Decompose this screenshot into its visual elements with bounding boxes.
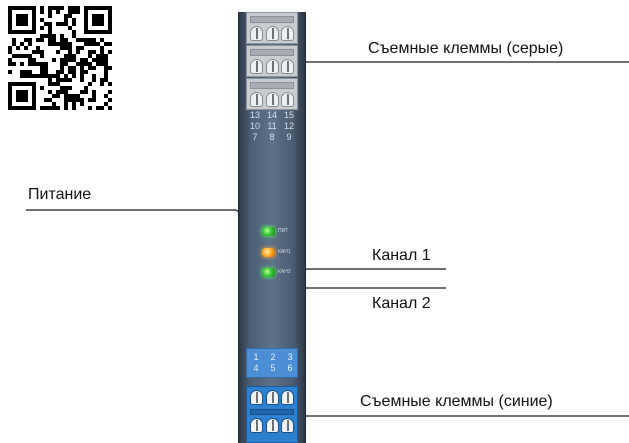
terminal-number: 5: [270, 363, 276, 373]
din-rail-module: 13 14 15 10 11 12 7 8 9 ПИТ КАН1 КАН2 1 …: [238, 12, 306, 443]
power-led-label: ПИТ: [278, 228, 289, 234]
grey-terminal-block-2: [246, 45, 298, 77]
qr-code: [8, 6, 112, 110]
label-power: Питание: [28, 186, 92, 203]
label-channel-2: Канал 2: [372, 295, 431, 312]
grey-terminal-block-3: [246, 78, 298, 110]
terminal-number-row: 7 8 9: [239, 132, 305, 143]
screw-icon: [250, 418, 263, 433]
terminal-number-row: 13 14 15: [239, 110, 305, 121]
screw-icon: [265, 59, 279, 74]
screw-icon: [281, 92, 294, 107]
terminal-number: 14: [266, 110, 277, 120]
terminal-number: 10: [249, 121, 260, 131]
channel-1-led: [262, 248, 275, 257]
terminal-number: 4: [253, 363, 259, 373]
blue-number-band: 1 2 3 4 5 6: [246, 348, 298, 378]
blue-terminal-block: [246, 386, 298, 443]
terminal-number: 2: [270, 352, 276, 362]
label-removable-blue: Съемные клеммы (синие): [360, 393, 553, 410]
channel-2-led: [262, 268, 275, 277]
screw-icon: [265, 390, 279, 405]
screw-icon: [281, 418, 294, 433]
terminal-slot: [250, 49, 294, 56]
bottom-terminal-numbers: 1 2 3 4 5 6: [240, 352, 306, 374]
channel-2-led-label: КАН2: [278, 269, 291, 275]
terminal-number: 11: [267, 121, 277, 131]
grey-terminal-block-1: [246, 12, 298, 44]
screw-icon: [250, 26, 263, 41]
screw-icon: [281, 59, 294, 74]
terminal-number: 8: [269, 132, 275, 142]
top-terminal-numbers: 13 14 15 10 11 12 7 8 9: [239, 110, 305, 143]
screw-icon: [281, 26, 294, 41]
terminal-slot: [250, 82, 294, 89]
screw-icon: [265, 26, 279, 41]
channel-1-led-label: КАН1: [278, 249, 291, 255]
terminal-slot: [250, 16, 294, 23]
power-led: [262, 227, 275, 236]
terminal-slot: [250, 409, 294, 415]
terminal-number: 6: [287, 363, 293, 373]
terminal-number: 15: [283, 110, 294, 120]
label-channel-1: Канал 1: [372, 247, 431, 264]
screw-icon: [250, 92, 263, 107]
screw-icon: [250, 59, 263, 74]
screw-icon: [250, 390, 263, 405]
screw-icon: [281, 390, 294, 405]
screw-icon: [265, 418, 279, 433]
terminal-number: 1: [253, 352, 259, 362]
terminal-number: 3: [287, 352, 293, 362]
terminal-number-row: 4 5 6: [240, 363, 306, 374]
terminal-number-row: 10 11 12: [239, 121, 305, 132]
terminal-number-row: 1 2 3: [240, 352, 306, 363]
label-removable-grey: Съемные клеммы (серые): [368, 40, 564, 57]
screw-icon: [265, 92, 279, 107]
terminal-number: 7: [252, 132, 258, 142]
terminal-number: 13: [249, 110, 260, 120]
terminal-number: 9: [286, 132, 292, 142]
terminal-number: 12: [283, 121, 294, 131]
